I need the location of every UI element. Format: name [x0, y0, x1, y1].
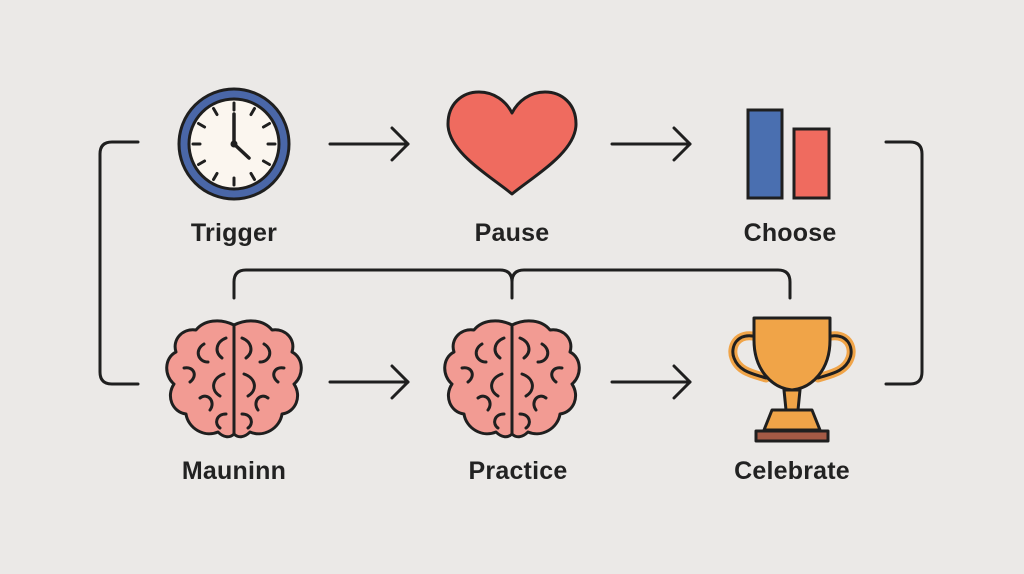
- clock-tick: [196, 159, 207, 166]
- bar-chart-icon: [746, 108, 831, 200]
- arrow-trigger-to-pause: [328, 126, 410, 162]
- arrow-practice-to-celebrate: [610, 364, 692, 400]
- left-loop-bracket: [98, 140, 140, 386]
- clock-icon: [177, 87, 291, 201]
- step-label-mauninn: Mauninn: [181, 457, 287, 485]
- heart-icon: [446, 90, 578, 196]
- step-label-practice: Practice: [468, 457, 568, 485]
- clock-tick: [212, 106, 219, 117]
- clock-tick: [249, 171, 256, 182]
- brain-icon: [165, 319, 303, 439]
- step-label-pause: Pause: [474, 219, 550, 247]
- clock-tick: [249, 106, 256, 117]
- right-loop-bracket: [884, 140, 924, 386]
- step-label-choose: Choose: [743, 219, 837, 247]
- brain-icon: [443, 319, 581, 439]
- clock-tick: [212, 171, 219, 182]
- step-label-celebrate: Celebrate: [734, 457, 850, 485]
- arrow-mauninn-to-practice: [328, 364, 410, 400]
- connector-brace: [232, 268, 792, 300]
- arrow-pause-to-choose: [610, 126, 692, 162]
- clock-tick: [196, 122, 207, 129]
- clock-tick: [261, 122, 272, 129]
- trophy-icon: [728, 316, 856, 443]
- clock-tick: [261, 159, 272, 166]
- step-label-trigger: Trigger: [190, 219, 278, 247]
